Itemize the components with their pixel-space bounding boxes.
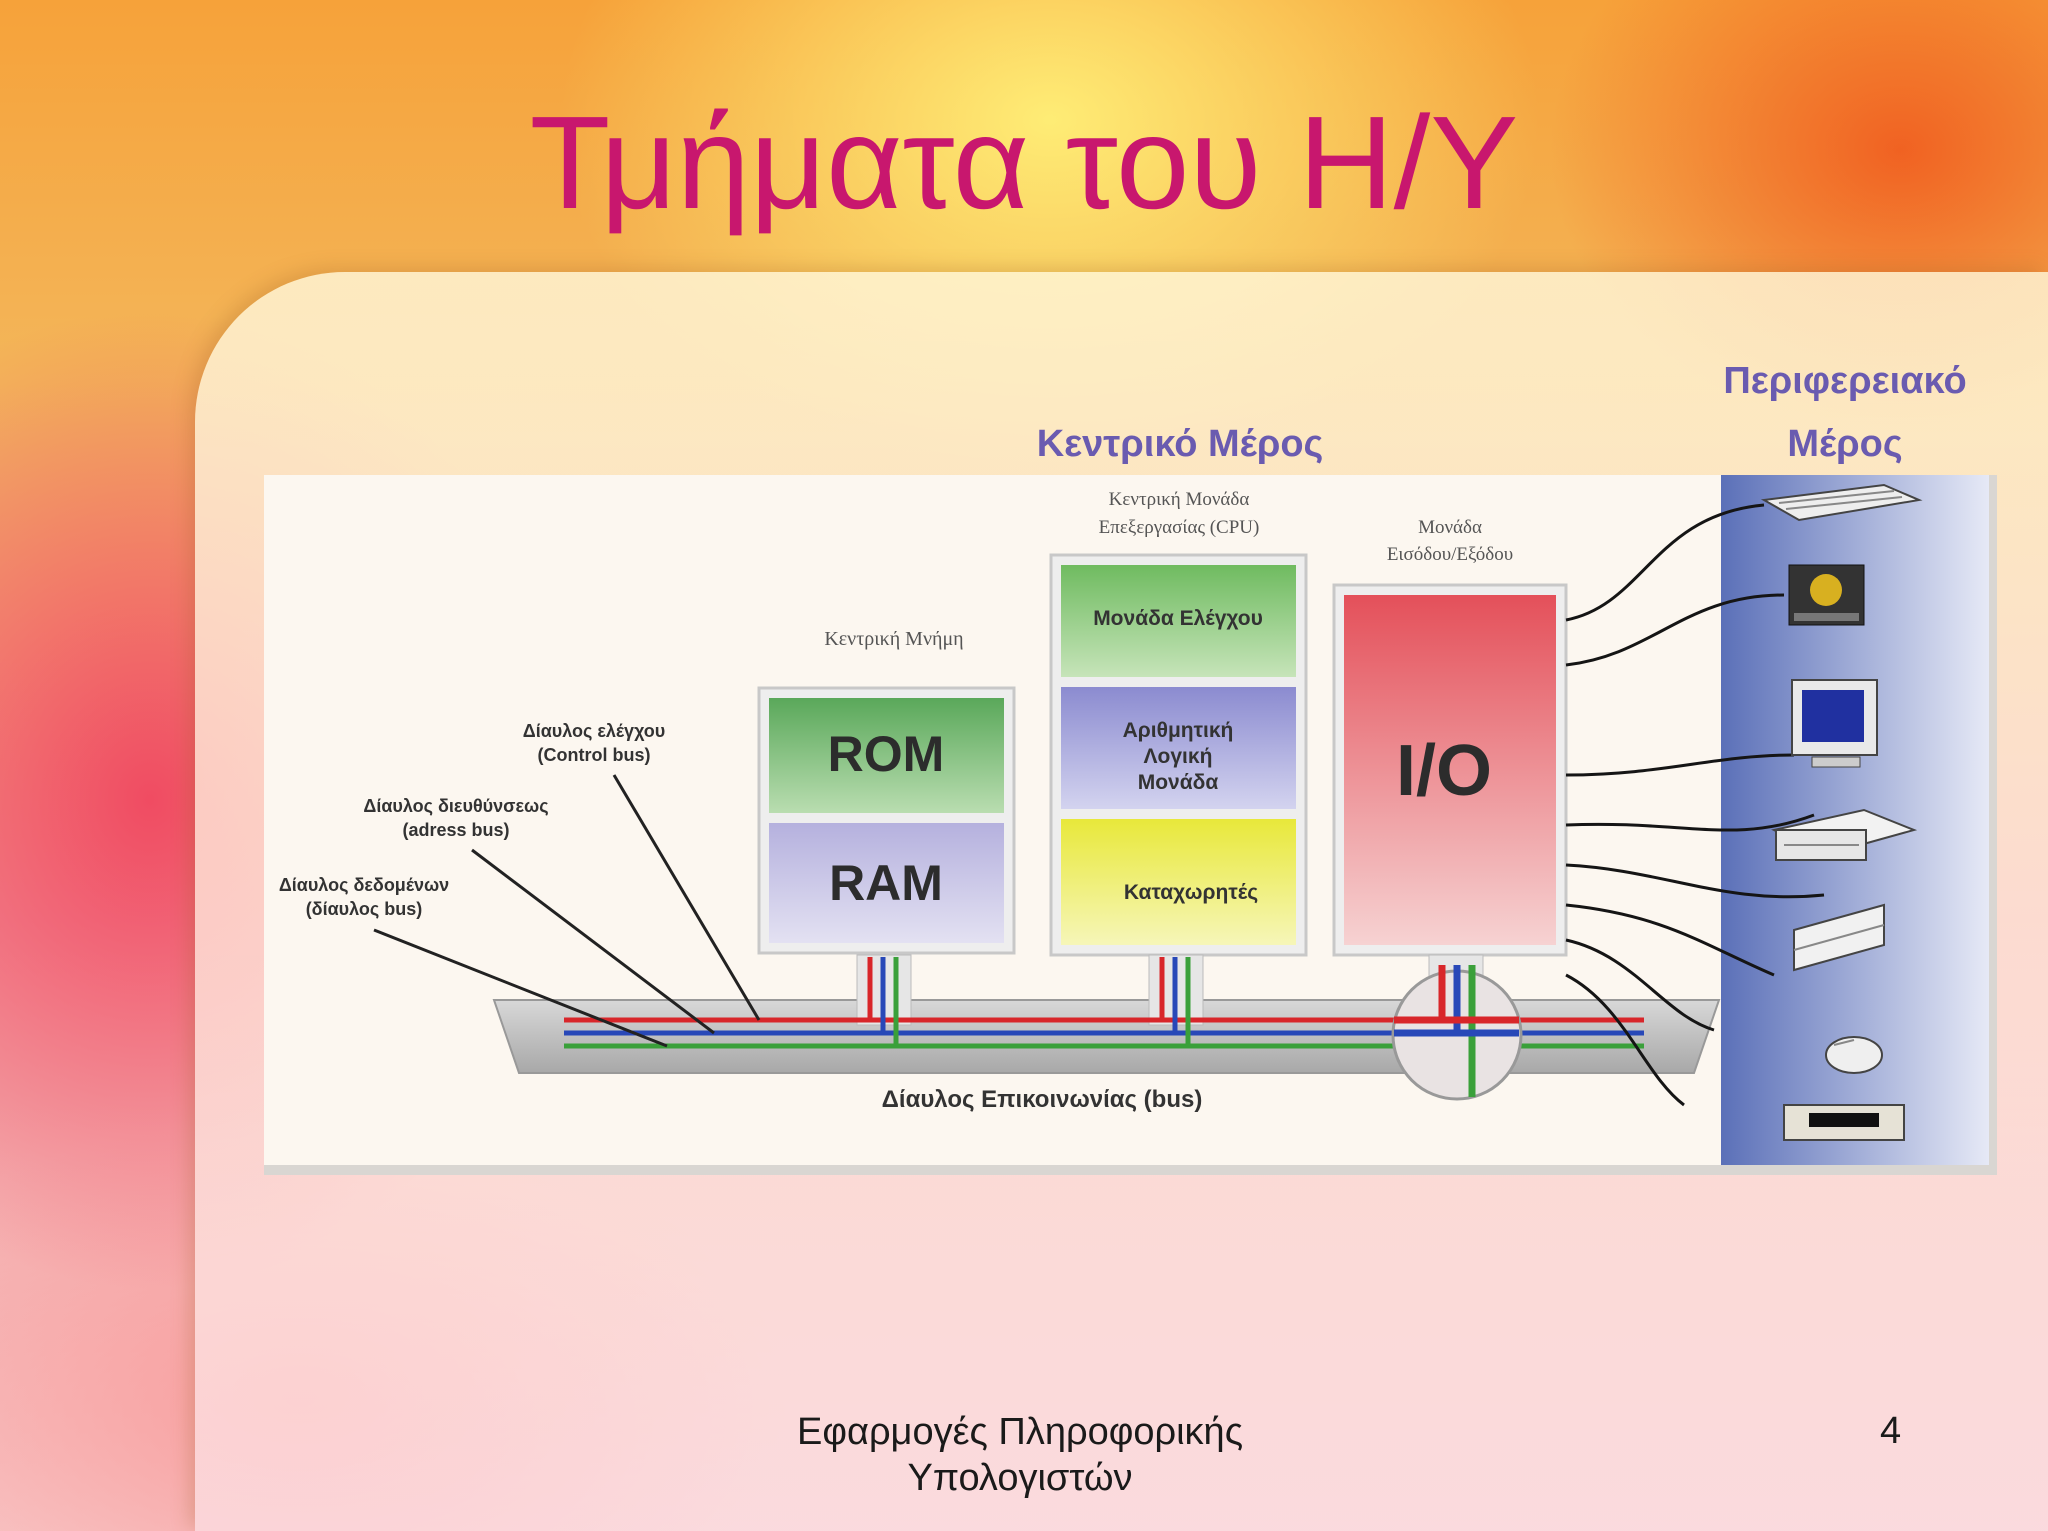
printer-icon: [1771, 808, 1918, 861]
io-title-line1: Μονάδα: [1418, 517, 1482, 538]
ram-label: RAM: [829, 855, 943, 911]
rom-label: ROM: [828, 726, 945, 782]
ram-box: [769, 823, 1004, 943]
io-box: [1344, 595, 1556, 945]
keyboard-icon: [1760, 483, 1923, 522]
peripheral-part-label-line2: Μέρος: [1787, 423, 1903, 465]
bus-callouts: Δίαυλος ελέγχου (Control bus) Δίαυλος δι…: [279, 721, 761, 1048]
memory-block: ROM RAM: [757, 686, 1016, 955]
registers-label: Καταχωρητές: [1124, 881, 1258, 904]
io-label: I/O: [1396, 731, 1492, 811]
monitor-icon: [1791, 679, 1878, 768]
control-bus-label-line1: Δίαυλος ελέγχου: [523, 721, 666, 741]
disk-drive-icon: [1788, 564, 1865, 626]
control-unit-label: Μονάδα Ελέγχου: [1093, 607, 1263, 630]
computer-parts-diagram: Κεντρική Μνήμη ROM RAM Κεντρική Μονάδα Ε…: [264, 475, 1997, 1175]
address-bus-label-line2: (adress bus): [402, 820, 509, 840]
system-bus: [492, 954, 1721, 1101]
footer-line1: Εφαρμογές Πληροφορικής: [796, 1411, 1244, 1453]
rom-box: [769, 698, 1004, 813]
cpu-title-line2: Επεξεργασίας (CPU): [1099, 517, 1260, 538]
peripheral-part-label-line1: Περιφερειακό: [1723, 360, 1967, 402]
alu-label-line1: Αριθμητική: [1123, 719, 1234, 742]
central-part-label: Κεντρικό Μέρος: [1036, 423, 1324, 465]
data-bus-label-line2: (δίαυλος bus): [306, 899, 423, 919]
control-unit-box: [1061, 565, 1296, 677]
io-title-line2: Εισόδου/Εξόδου: [1387, 544, 1513, 565]
data-bus-label-line1: Δίαυλος δεδομένων: [279, 875, 449, 895]
cpu-block: Μονάδα Ελέγχου Αριθμητική Λογική Μονάδα …: [1049, 553, 1308, 957]
page-number: 4: [1880, 1410, 1902, 1452]
alu-label-line2: Λογική: [1144, 745, 1213, 768]
alu-label-line3: Μονάδα: [1138, 771, 1219, 794]
footer-course-title: Εφαρμογές Πληροφορικής Υπολογιστών: [740, 1410, 1300, 1501]
bus-label: Δίαυλος Επικοινωνίας (bus): [882, 1086, 1203, 1113]
footer-line2: Υπολογιστών: [907, 1456, 1133, 1499]
memory-title: Κεντρική Μνήμη: [824, 628, 963, 650]
slide-title: Τμήματα του Η/Υ: [529, 89, 1519, 236]
address-bus-label-line1: Δίαυλος διευθύνσεως: [363, 796, 548, 816]
peripheral-cables: [1565, 503, 1825, 1107]
control-bus-label-line2: (Control bus): [538, 745, 651, 765]
scanner-icon: [1793, 903, 1885, 972]
cpu-title-line1: Κεντρική Μονάδα: [1109, 489, 1250, 510]
registers-box: [1061, 819, 1296, 945]
mouse-icon: [1825, 1036, 1883, 1074]
io-block: I/O: [1332, 583, 1568, 957]
alu-box: [1061, 687, 1296, 809]
dot-matrix-printer-icon: [1783, 1104, 1905, 1141]
